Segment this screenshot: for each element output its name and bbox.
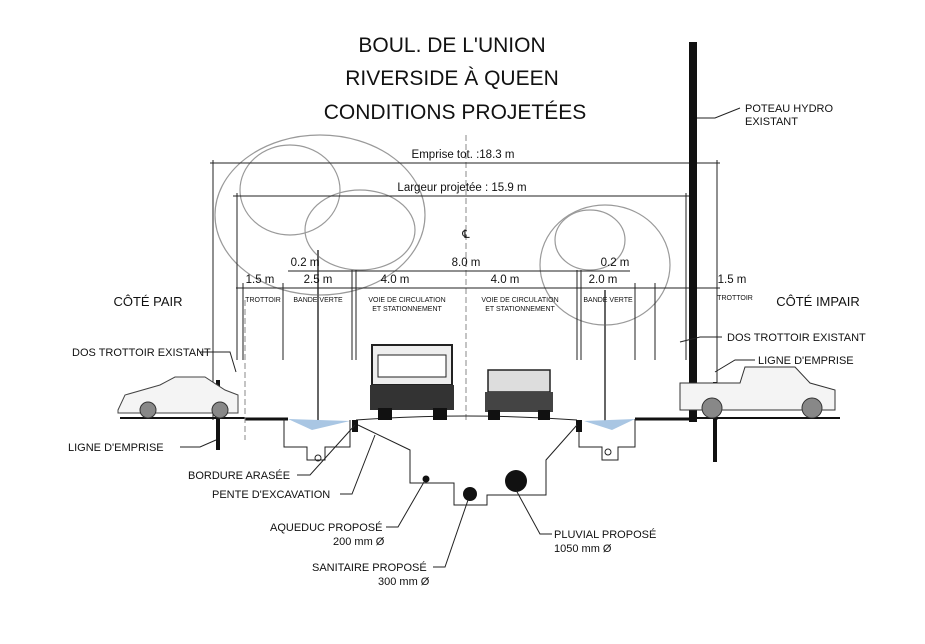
dim-lower-2: 4.0 m	[381, 274, 410, 286]
largeur-label: Largeur projetée : 15.9 m	[397, 182, 526, 194]
tree-right-icon	[539, 204, 671, 425]
zone-bande-verte-right: BANDE VERTE	[583, 297, 633, 304]
sanitaire-pipe	[463, 487, 477, 501]
zone-voie-right-1: VOIE DE CIRCULATION	[481, 297, 558, 304]
bande-verte-left-swale	[288, 419, 350, 430]
zone-bande-verte-left: BANDE VERTE	[293, 297, 343, 304]
poteau-label-1: POTEAU HYDRO	[745, 103, 833, 115]
car-left-icon	[117, 376, 239, 419]
aqueduc-label-2: 200 mm Ø	[333, 536, 385, 548]
dim-lower-1: 2.5 m	[304, 274, 333, 286]
dos-trottoir-left-label: DOS TROTTOIR EXISTANT	[72, 347, 211, 359]
dos-trottoir-right-label: DOS TROTTOIR EXISTANT	[727, 332, 866, 344]
emprise-label: Emprise tot. :18.3 m	[412, 149, 515, 161]
dim-upper-2: 0.2 m	[601, 257, 630, 269]
centerline-symbol: ℄	[461, 229, 470, 241]
zone-voie-right-2: ET STATIONNEMENT	[485, 306, 555, 313]
side-right-label: CÔTÉ IMPAIR	[776, 294, 860, 309]
title-line-3: CONDITIONS PROJETÉES	[324, 101, 587, 124]
pluvial-label-2: 1050 mm Ø	[554, 543, 612, 555]
dim-lower-5: 1.5 m	[718, 274, 747, 286]
hydro-pole	[689, 42, 697, 422]
ligne-emprise-right	[713, 382, 717, 462]
dim-upper-1: 8.0 m	[452, 257, 481, 269]
dim-upper-0: 0.2 m	[291, 257, 320, 269]
pluvial-pipe	[505, 470, 527, 492]
sanitaire-label-1: SANITAIRE PROPOSÉ	[312, 561, 427, 574]
side-left-label: CÔTÉ PAIR	[113, 294, 182, 309]
sanitaire-label-2: 300 mm Ø	[378, 576, 430, 588]
pickup-rear-icon	[485, 369, 553, 420]
truck-front-icon	[370, 344, 454, 420]
aqueduc-label-1: AQUEDUC PROPOSÉ	[270, 521, 382, 534]
excavation-profile	[357, 424, 578, 506]
title-line-2: RIVERSIDE À QUEEN	[345, 67, 559, 90]
pickup-right-icon	[679, 366, 836, 419]
aqueduc-pipe	[422, 475, 430, 483]
ligne-emprise-left-label: LIGNE D'EMPRISE	[68, 442, 164, 454]
pente-label: PENTE D'EXCAVATION	[212, 489, 330, 501]
poteau-label-2: EXISTANT	[745, 116, 798, 128]
tree-left-icon	[214, 134, 426, 425]
zone-voie-left-2: ET STATIONNEMENT	[372, 306, 442, 313]
title-line-1: BOUL. DE L'UNION	[358, 34, 545, 57]
bande-verte-right-swale	[584, 419, 635, 430]
dim-lower-0: 1.5 m	[246, 274, 275, 286]
ligne-emprise-right-label: LIGNE D'EMPRISE	[758, 355, 854, 367]
zone-voie-left-1: VOIE DE CIRCULATION	[368, 297, 445, 304]
zone-trottoir-right: TROTTOIR	[717, 295, 753, 302]
dim-lower-4: 2.0 m	[589, 274, 618, 286]
pluvial-label-1: PLUVIAL PROPOSÉ	[554, 528, 656, 541]
zone-trottoir-left: TROTTOIR	[245, 297, 281, 304]
bordure-label: BORDURE ARASÉE	[188, 469, 290, 482]
dim-lower-3: 4.0 m	[491, 274, 520, 286]
